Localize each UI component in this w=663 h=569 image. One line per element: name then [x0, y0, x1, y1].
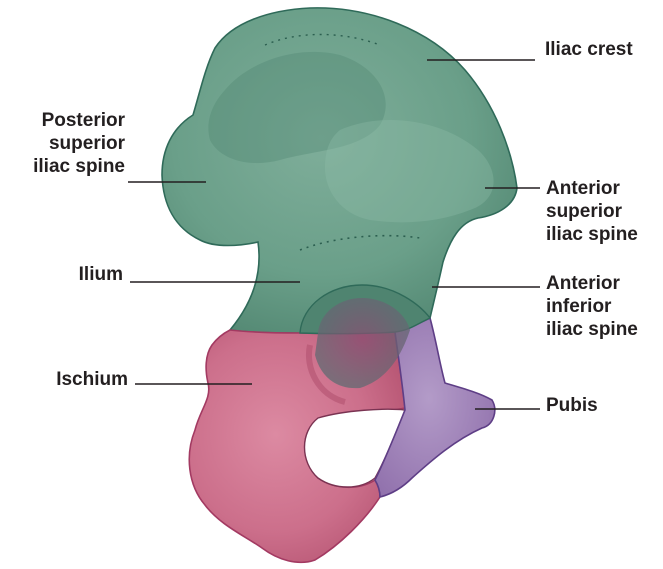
label-aiis-line3: iliac spine [546, 318, 638, 341]
label-asis-line3: iliac spine [546, 223, 638, 246]
label-iliac-crest: Iliac crest [545, 38, 633, 61]
label-psis-line3: iliac spine [33, 155, 125, 178]
label-iliac-crest-line1: Iliac crest [545, 38, 633, 61]
label-ilium-line1: Ilium [79, 263, 123, 286]
label-ischium: Ischium [56, 368, 128, 391]
label-psis-line1: Posterior [33, 109, 125, 132]
label-asis-line1: Anterior [546, 177, 638, 200]
label-anterior-superior-iliac-spine: Anterior superior iliac spine [546, 177, 638, 246]
label-posterior-superior-iliac-spine: Posterior superior iliac spine [33, 109, 125, 178]
label-psis-line2: superior [33, 132, 125, 155]
label-aiis-line2: inferior [546, 295, 638, 318]
label-pubis: Pubis [546, 394, 598, 417]
label-aiis-line1: Anterior [546, 272, 638, 295]
label-asis-line2: superior [546, 200, 638, 223]
label-anterior-inferior-iliac-spine: Anterior inferior iliac spine [546, 272, 638, 341]
label-ischium-line1: Ischium [56, 368, 128, 391]
label-pubis-line1: Pubis [546, 394, 598, 417]
label-ilium: Ilium [79, 263, 123, 286]
